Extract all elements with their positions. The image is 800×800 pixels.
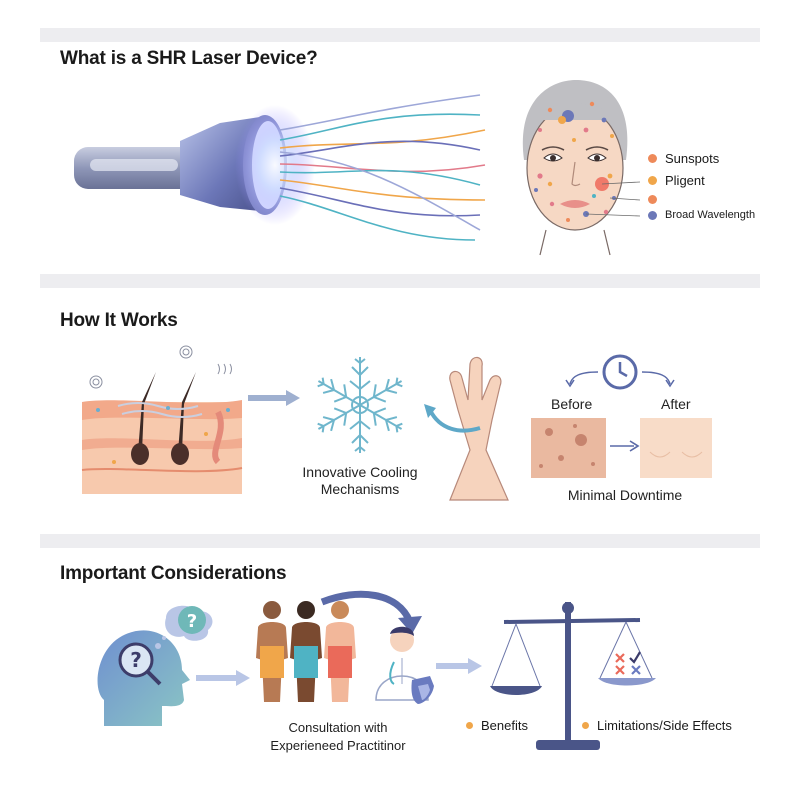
- clock-icon: [565, 354, 675, 390]
- doctor-icon: [375, 626, 434, 704]
- before-skin-image: [531, 418, 606, 478]
- legend-label-benefits: Benefits: [481, 718, 528, 733]
- section-divider-bottom: [40, 534, 760, 548]
- legend-item-pigment: Pligent: [648, 173, 705, 188]
- before-label: Before: [551, 396, 593, 412]
- face-illustration: [522, 80, 641, 256]
- legend-label-broad-wavelength: Broad Wavelength: [665, 209, 756, 221]
- cooling-label: Innovative Cooling Mechanisms: [302, 464, 418, 497]
- process-arrow: [436, 658, 482, 674]
- legend-item-benefits: Benefits: [466, 718, 528, 733]
- legend-dot-limitations: [582, 722, 589, 729]
- legend-item-limitations: Limitations/Side Effects: [582, 718, 732, 733]
- consultation-label: Consultation with Experieneed Practitino…: [270, 720, 406, 753]
- legend-dot-sunspots: [648, 154, 657, 163]
- curved-arrow: [320, 590, 422, 634]
- section-title-what-is: What is a SHR Laser Device?: [60, 48, 318, 69]
- skin-cross-section-illustration: [81, 345, 243, 494]
- legend-label-limitations: Limitations/Side Effects: [597, 718, 732, 733]
- legend-dot-unlabeled: [648, 195, 657, 204]
- after-label: After: [661, 396, 691, 412]
- section-title-considerations: Important Considerations: [60, 563, 287, 584]
- process-arrow: [248, 390, 300, 406]
- legend-label-pigment: Pligent: [665, 173, 705, 188]
- legend-dot-broad-wavelength: [648, 210, 657, 220]
- patients-illustration: [256, 601, 356, 702]
- legend-item-unlabeled: [648, 195, 657, 204]
- minimal-downtime-label: Minimal Downtime: [567, 487, 683, 503]
- after-skin-image: [640, 418, 712, 478]
- balance-scale-illustration: [490, 602, 656, 750]
- laser-device-illustration: [74, 105, 315, 225]
- section-title-how-it-works: How It Works: [60, 310, 178, 331]
- svg-text:?: ?: [187, 611, 197, 632]
- thinking-head-illustration: ? ?: [97, 605, 213, 726]
- svg-text:?: ?: [130, 648, 142, 672]
- legend-item-sunspots: Sunspots: [648, 151, 719, 166]
- process-arrow: [196, 670, 250, 686]
- legend-item-broad-wavelength: Broad Wavelength: [648, 209, 755, 221]
- legend-label-sunspots: Sunspots: [665, 151, 720, 166]
- section-divider-top: [40, 28, 760, 42]
- legend-dot-pigment: [648, 176, 657, 185]
- wavelength-lines: [279, 94, 486, 241]
- section-divider-middle: [40, 274, 760, 288]
- snowflake-icon: [312, 357, 408, 454]
- before-after-arrow: [610, 440, 640, 452]
- legend-dot-benefits: [466, 722, 473, 729]
- hand-illustration: [424, 356, 509, 501]
